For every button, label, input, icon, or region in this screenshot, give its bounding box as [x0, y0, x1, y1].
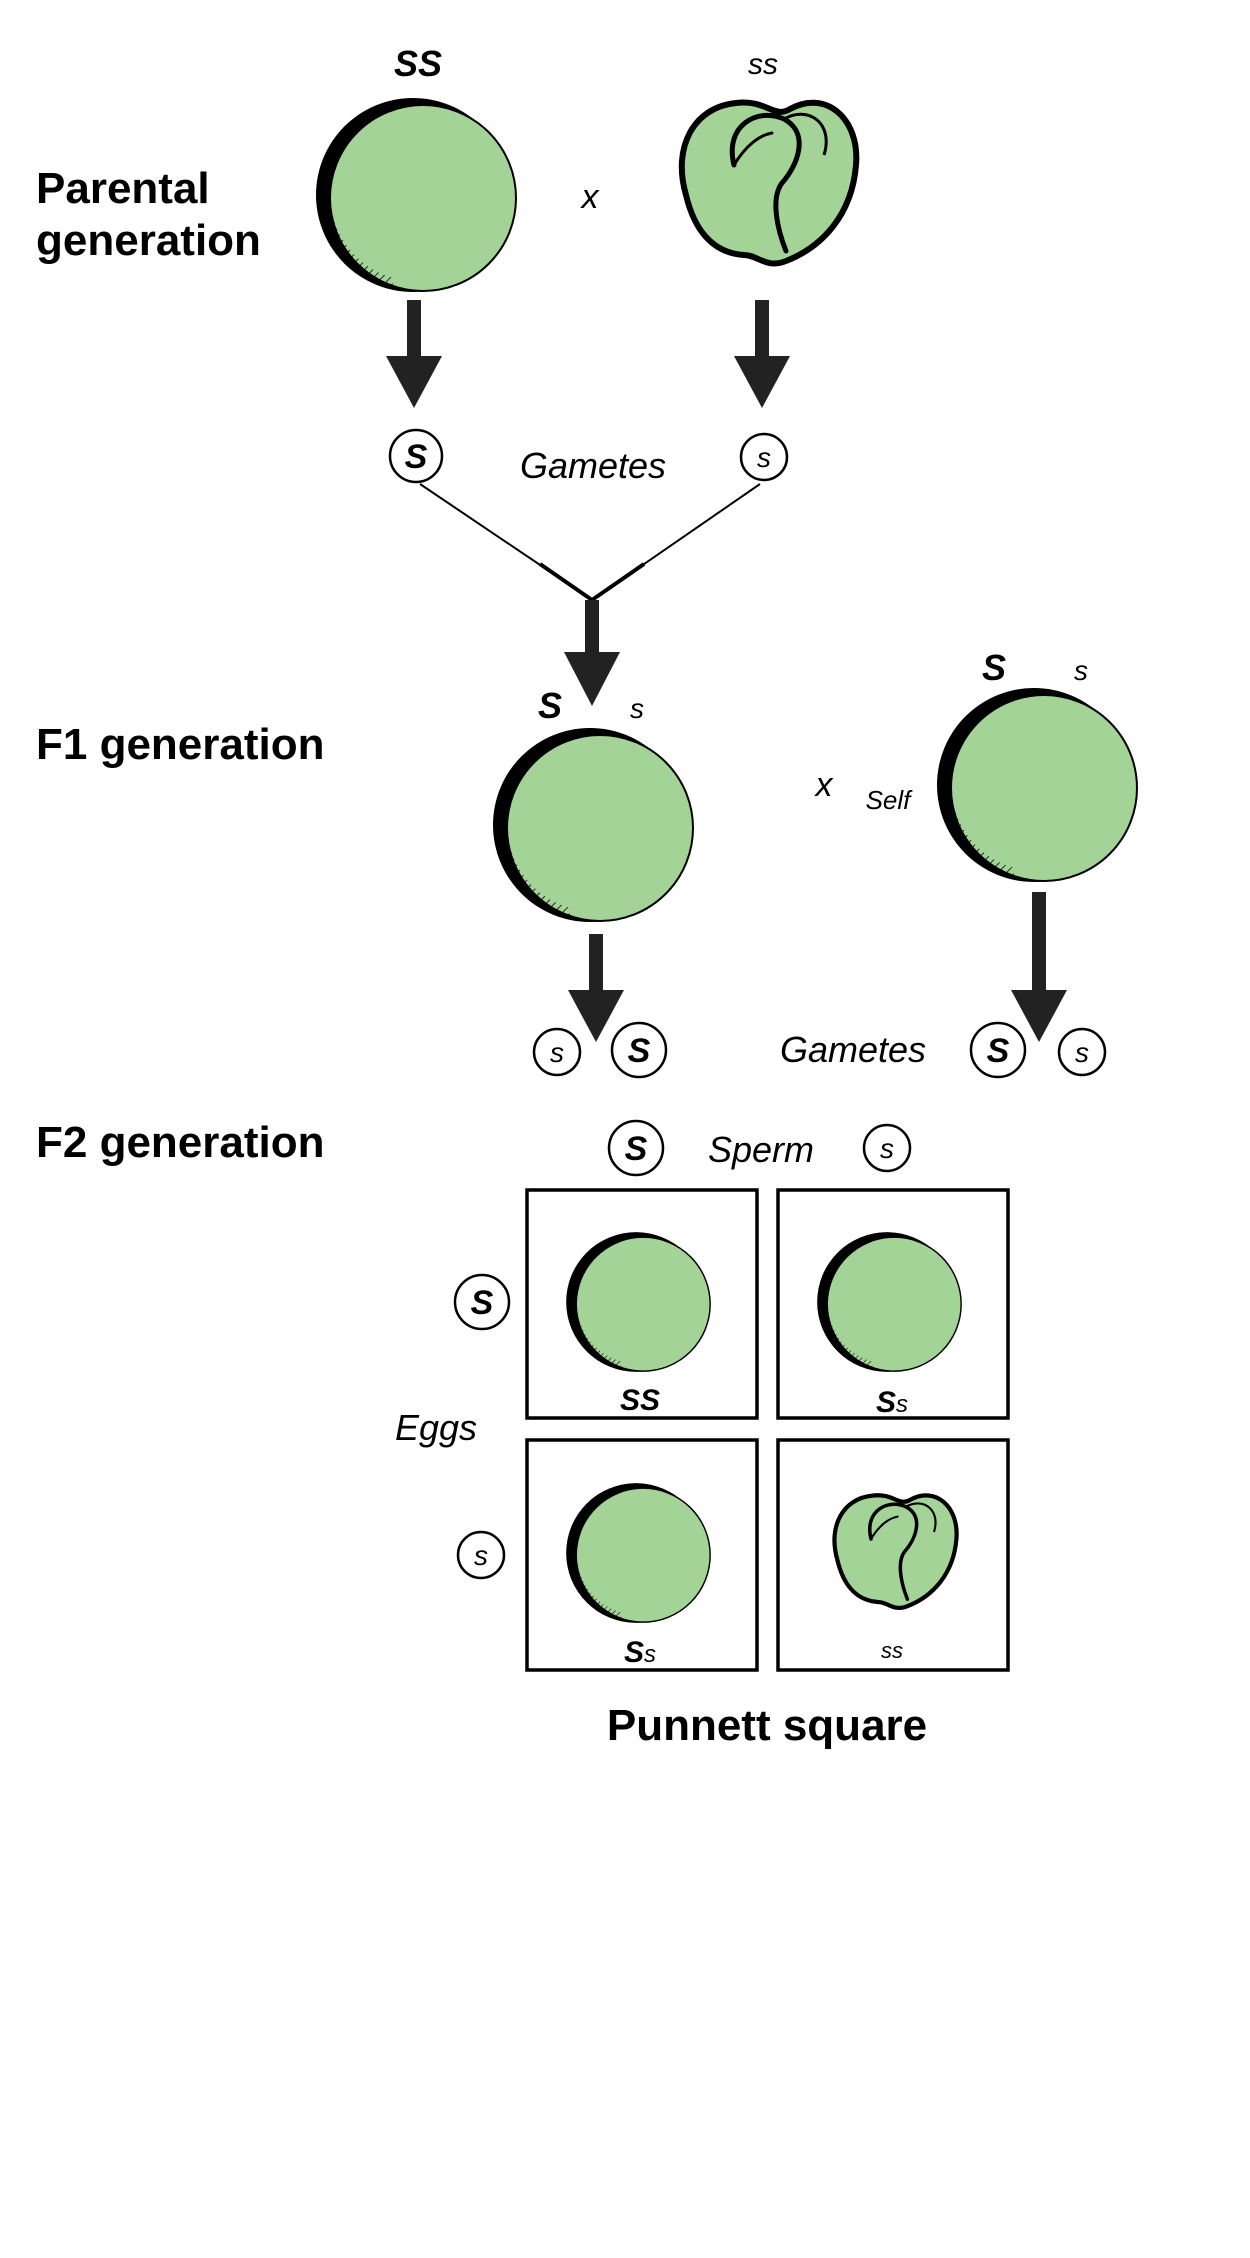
gamete-circle: S [607, 1119, 665, 1177]
f1-left-allele-dominant: S [538, 685, 562, 726]
egg-allele: S [471, 1284, 494, 1322]
egg-allele: s [474, 1540, 488, 1571]
cell-genotype: Ss [876, 1386, 908, 1419]
gamete-allele: s [757, 442, 771, 473]
arrow-down-icon [1011, 892, 1067, 1042]
gamete-circle: s [1057, 1027, 1107, 1077]
gamete-allele: s [1075, 1037, 1089, 1068]
punnett-cell: Ss [525, 1438, 759, 1672]
cell-genotype: SS [620, 1384, 660, 1417]
gamete-circle: s [456, 1530, 506, 1580]
cell-genotype: ss [881, 1638, 903, 1663]
punnett-cell: SS [525, 1188, 759, 1420]
f1-right-allele-recessive: s [1074, 655, 1088, 686]
gamete-circle: s [532, 1027, 582, 1077]
gamete-circle: s [862, 1123, 912, 1173]
gamete-circle: s [739, 432, 789, 482]
eggs-label: Eggs [395, 1407, 477, 1448]
f2-generation-label: F2 generation [36, 1118, 325, 1167]
f1-generation-label: F1 generation [36, 720, 325, 769]
gamete-allele: S [628, 1032, 651, 1070]
parental-generation-label-line2: generation [36, 216, 261, 265]
cross-symbol: x [580, 178, 600, 216]
arrow-down-icon [568, 934, 624, 1042]
gamete-circle: S [969, 1021, 1027, 1079]
parent-right-genotype: ss [748, 48, 778, 81]
round-pea-icon [937, 688, 1137, 882]
wrinkled-pea-icon [682, 102, 857, 263]
sperm-allele: S [625, 1130, 648, 1168]
parental-generation-label: Parental [36, 164, 210, 213]
sperm-allele: s [880, 1133, 894, 1164]
gamete-allele: S [405, 438, 428, 476]
arrow-down-icon [386, 300, 442, 408]
f1-right-allele-dominant: S [982, 647, 1006, 688]
punnett-cell: ss [776, 1438, 1010, 1672]
gametes-label: Gametes [780, 1029, 926, 1070]
cross-symbol: x [814, 766, 834, 804]
gamete-circle: S [610, 1021, 668, 1079]
round-pea-icon [493, 728, 693, 922]
fertilization-lines [419, 483, 761, 706]
punnett-cell: Ss [776, 1188, 1010, 1420]
gamete-circle: S [388, 428, 444, 484]
sperm-label: Sperm [708, 1129, 814, 1170]
gametes-label: Gametes [520, 445, 666, 486]
cell-genotype: Ss [624, 1636, 656, 1669]
parent-left-genotype: SS [394, 43, 442, 84]
round-pea-icon [316, 98, 516, 292]
gamete-allele: s [550, 1037, 564, 1068]
f1-left-allele-recessive: s [630, 693, 644, 724]
gamete-allele: S [987, 1032, 1010, 1070]
self-label: Self [866, 785, 914, 815]
punnett-square-title: Punnett square [607, 1701, 927, 1750]
gamete-circle: S [453, 1273, 511, 1331]
arrow-down-icon [734, 300, 790, 408]
